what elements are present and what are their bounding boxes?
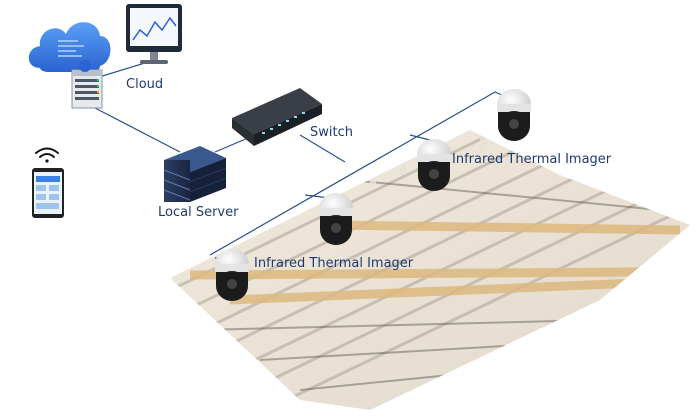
thermal-camera-icon <box>215 89 531 301</box>
monitor-icon <box>126 4 182 64</box>
cloud-label: Cloud <box>126 77 164 92</box>
thermal-imager-label-lower: Infrared Thermal Imager <box>254 256 414 271</box>
local-server-icon <box>163 146 227 202</box>
thermal-imager-label-upper: Infrared Thermal Imager <box>452 152 612 167</box>
cloud-icon <box>28 22 111 72</box>
wifi-icon <box>35 147 59 163</box>
server-rack-icon <box>71 60 103 109</box>
switch-label: Switch <box>310 125 353 140</box>
network-switch-icon <box>232 88 322 146</box>
mobile-phone-icon <box>32 168 64 218</box>
local-server-label: Local Server <box>158 205 239 220</box>
